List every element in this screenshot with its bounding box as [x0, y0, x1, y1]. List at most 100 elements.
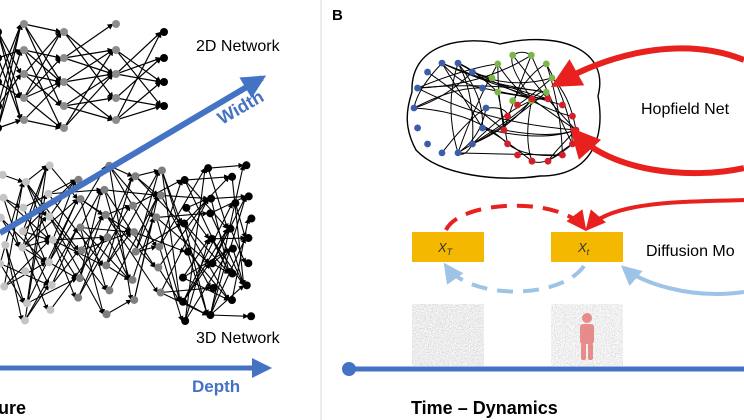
label-2d-network: 2D Network [196, 38, 281, 55]
edge-3d [135, 169, 161, 252]
node-2d [160, 54, 168, 62]
node-3d [0, 259, 5, 268]
edge-2d [63, 71, 114, 83]
edge-2d [63, 23, 114, 59]
node-3d [131, 172, 140, 181]
xt-label: Xt [577, 240, 590, 257]
edge-3d [135, 194, 159, 252]
node-3d [76, 223, 85, 232]
edge-3d [132, 179, 183, 207]
hopfield-node [509, 51, 517, 59]
node-3d [131, 247, 140, 256]
hopfield-loop-arrow-bottom [569, 127, 744, 177]
edge-2d [115, 31, 162, 75]
edge-3d [131, 216, 155, 281]
node-3d [180, 219, 189, 228]
node-3d [244, 259, 253, 268]
edge-3d [210, 313, 249, 319]
node-2d [112, 116, 120, 124]
edge-3d [104, 189, 159, 198]
time-axis-origin [342, 362, 356, 376]
node-3d [23, 299, 32, 308]
diffusion-label: Diffusion Mo [646, 243, 735, 260]
edge-2d [23, 31, 62, 99]
edge-2d [115, 104, 162, 121]
edge-3d [182, 228, 228, 303]
node-2d [112, 46, 120, 54]
hopfield-edge [457, 62, 484, 128]
edge-3d [234, 203, 247, 239]
reverse-dashed-arrow [443, 262, 586, 294]
hopfield-node [479, 84, 486, 92]
node-3d [242, 161, 251, 170]
hopfield-node [527, 51, 535, 59]
edge-3d [158, 167, 206, 248]
edge-3d [103, 189, 131, 281]
node-2d [20, 46, 28, 54]
node-3d [44, 258, 53, 267]
hopfield-edge [417, 63, 498, 89]
edge-2d [63, 47, 114, 59]
node-3d [74, 175, 83, 184]
edge-3d [160, 285, 211, 294]
edge-2d [63, 105, 114, 122]
node-3d [77, 246, 86, 255]
hopfield-edge [427, 71, 505, 131]
node-3d [226, 224, 235, 233]
edge-3d [108, 165, 154, 218]
edge-3d [105, 175, 134, 266]
edge-3d [0, 217, 20, 248]
node-3d [244, 234, 253, 243]
node-3d [156, 191, 165, 200]
node-3d [21, 177, 30, 186]
node-3d [21, 267, 30, 276]
hopfield-node [544, 95, 552, 103]
node-3d [0, 213, 5, 222]
node-3d [0, 282, 9, 291]
hopfield-node [479, 124, 486, 132]
node-2d [60, 124, 68, 132]
hopfield-node [500, 126, 508, 134]
edge-2d [0, 23, 23, 122]
hopfield-node [454, 149, 462, 157]
edge-3d [21, 247, 49, 311]
edge-3d [79, 189, 103, 279]
edge-3d [157, 267, 181, 303]
hopfield-edge [413, 87, 483, 109]
noise-image-xT [412, 304, 484, 366]
edge-3d [211, 235, 246, 241]
node-3d [46, 305, 55, 314]
edge-3d [3, 239, 51, 287]
node-3d [44, 189, 53, 198]
edge-3d [184, 174, 230, 181]
node-2d [0, 54, 2, 62]
edge-3d [160, 198, 209, 293]
hopfield-loop-arrow-top [550, 45, 744, 87]
diffusion-loop-arrow-bottom [620, 265, 744, 296]
node-3d [154, 263, 163, 272]
edge-2d [0, 118, 22, 128]
edge-3d [158, 246, 184, 322]
edge-2d [23, 119, 62, 130]
edge-3d [24, 227, 78, 321]
time-dynamics-caption: Time – Dynamics [411, 398, 558, 418]
edge-3d [22, 216, 47, 248]
edge-3d [160, 195, 211, 289]
hopfield-node [424, 140, 431, 148]
hopfield-edge [413, 71, 473, 109]
hopfield-edge [530, 54, 573, 145]
node-3d [183, 247, 192, 256]
node-2d [20, 116, 28, 124]
xt-box [551, 232, 623, 262]
node-3d [130, 228, 139, 237]
node-2d [60, 102, 68, 110]
hopfield-node [414, 84, 421, 92]
edge-2d [0, 23, 22, 79]
edge-3d [184, 179, 228, 230]
hopfield-edge [413, 107, 508, 145]
edge-3d [210, 284, 245, 316]
node-3d [0, 193, 8, 202]
hopfield-network-graph [406, 38, 601, 179]
node-3d [178, 273, 187, 282]
edge-3d [230, 228, 246, 264]
